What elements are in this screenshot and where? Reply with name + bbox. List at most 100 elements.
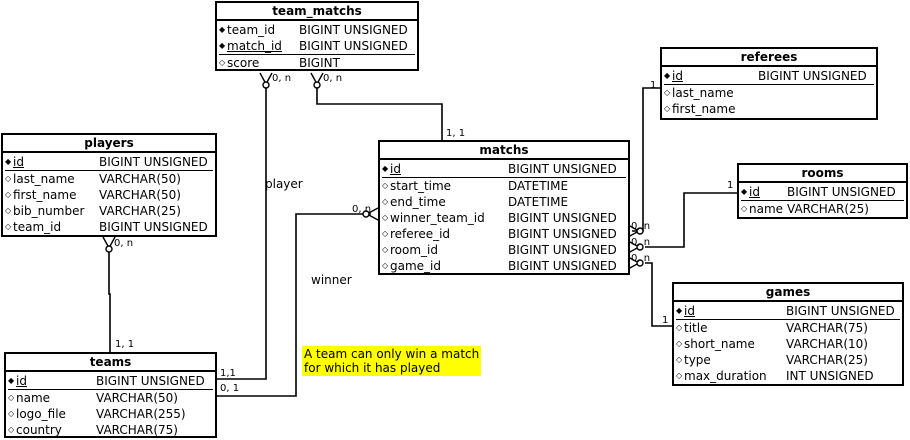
column-name: room_id: [390, 243, 438, 257]
column-row: ◇ name VARCHAR(50): [8, 390, 213, 406]
pk-key-icon: ◆: [5, 157, 12, 166]
column-name: id: [684, 304, 695, 318]
column-name: team_id: [227, 23, 276, 37]
cardinality-label: 0, n: [272, 73, 292, 84]
column-row: ◇ type VARCHAR(25): [676, 352, 900, 368]
column-row: ◇ last_name VARCHAR(50): [5, 171, 213, 187]
cardinality-label: 1, 1: [446, 128, 466, 139]
column-row: ◇ name VARCHAR(25): [741, 201, 904, 217]
column-row: ◇ start_time DATETIME: [382, 178, 626, 194]
entity-matchs[interactable]: matchs ◆ id BIGINT UNSIGNED ◇ start_time…: [378, 140, 630, 275]
column-row: ◇ end_time DATETIME: [382, 194, 626, 210]
column-row: ◆ match_id BIGINT UNSIGNED: [219, 38, 415, 55]
column-row: ◇ bib_number VARCHAR(25): [5, 203, 213, 219]
entity-title: team_matchs: [217, 3, 417, 21]
column-name: id: [16, 374, 27, 388]
pk-key-icon: ◆: [219, 41, 226, 50]
column-type: BIGINT UNSIGNED: [99, 220, 208, 234]
column-type: BIGINT UNSIGNED: [787, 185, 896, 199]
optional-tm-match: [313, 81, 321, 89]
column-row: ◆ id BIGINT UNSIGNED: [382, 161, 626, 178]
nullable-icon: ◇: [676, 339, 683, 348]
entity-title: rooms: [739, 165, 906, 183]
column-name: country: [16, 423, 62, 437]
column-type: BIGINT: [299, 56, 340, 70]
column-row: ◇ winner_team_id BIGINT UNSIGNED: [382, 210, 626, 226]
nullable-icon: ◇: [5, 206, 12, 215]
column-name: title: [684, 321, 708, 335]
column-type: BIGINT UNSIGNED: [786, 304, 895, 318]
column-row: ◇ country VARCHAR(75): [8, 422, 213, 438]
column-row: ◆ id BIGINT UNSIGNED: [8, 373, 213, 390]
entity-title: players: [3, 135, 215, 153]
column-row: ◇ referee_id BIGINT UNSIGNED: [382, 226, 626, 242]
column-row: ◇ first_name VARCHAR(50): [5, 187, 213, 203]
nullable-icon: ◇: [382, 245, 389, 254]
entity-games[interactable]: games ◆ id BIGINT UNSIGNED ◇ title VARCH…: [672, 282, 904, 386]
column-type: VARCHAR(50): [96, 391, 178, 405]
column-name: team_id: [13, 220, 62, 234]
column-row: ◇ score BIGINT: [219, 55, 415, 71]
column-type: BIGINT UNSIGNED: [508, 162, 617, 176]
column-type: INT UNSIGNED: [786, 369, 874, 383]
column-name: id: [13, 155, 24, 169]
nullable-icon: ◇: [676, 355, 683, 364]
column-name: id: [749, 185, 760, 199]
column-type: BIGINT UNSIGNED: [299, 39, 408, 53]
column-type: VARCHAR(50): [99, 188, 181, 202]
column-row: ◇ title VARCHAR(75): [676, 320, 900, 336]
pk-key-icon: ◆: [8, 376, 15, 385]
line-referees: [632, 87, 660, 232]
cardinality-label: 0, n: [352, 204, 372, 215]
pk-key-icon: ◆: [382, 164, 389, 173]
nullable-icon: ◇: [8, 425, 15, 434]
entity-teams[interactable]: teams ◆ id BIGINT UNSIGNED ◇ name VARCHA…: [4, 352, 217, 438]
column-type: VARCHAR(25): [786, 353, 868, 367]
relation-name-player: player: [265, 177, 303, 191]
nullable-icon: ◇: [382, 181, 389, 190]
column-type: BIGINT UNSIGNED: [508, 259, 617, 273]
column-name: short_name: [684, 337, 755, 351]
nullable-icon: ◇: [382, 213, 389, 222]
column-type: BIGINT UNSIGNED: [758, 69, 867, 83]
column-type: DATETIME: [508, 179, 569, 193]
entity-team-matchs[interactable]: team_matchs ◆ team_id BIGINT UNSIGNED ◆ …: [215, 1, 419, 71]
entity-referees[interactable]: referees ◆ id BIGINT UNSIGNED ◇ last_nam…: [660, 47, 878, 120]
optional-game: [636, 259, 644, 267]
column-name: last_name: [672, 86, 734, 100]
pk-key-icon: ◆: [664, 71, 671, 80]
nullable-icon: ◇: [8, 409, 15, 418]
column-row: ◇ last_name: [664, 85, 874, 101]
column-row: ◇ team_id BIGINT UNSIGNED: [5, 219, 213, 235]
nullable-icon: ◇: [219, 58, 226, 67]
nullable-icon: ◇: [5, 174, 12, 183]
note-line: A team can only win a match: [304, 347, 480, 361]
nullable-icon: ◇: [5, 190, 12, 199]
column-row: ◇ game_id BIGINT UNSIGNED: [382, 258, 626, 274]
line-team-matchs-matchs: [316, 84, 443, 141]
entity-title: games: [674, 284, 902, 302]
column-name: score: [227, 56, 260, 70]
column-name: type: [684, 353, 711, 367]
optional-tm-team: [262, 81, 270, 89]
column-type: BIGINT UNSIGNED: [508, 227, 617, 241]
column-type: BIGINT UNSIGNED: [508, 211, 617, 225]
column-row: ◇ room_id BIGINT UNSIGNED: [382, 242, 626, 258]
entity-players[interactable]: players ◆ id BIGINT UNSIGNED ◇ last_name…: [1, 133, 217, 237]
line-winner: [217, 213, 371, 397]
entity-rooms[interactable]: rooms ◆ id BIGINT UNSIGNED ◇ name VARCHA…: [737, 163, 908, 219]
line-players-teams: [108, 247, 111, 352]
column-row: ◇ first_name: [664, 101, 874, 117]
column-type: BIGINT UNSIGNED: [96, 374, 205, 388]
cardinality-label: 0, n: [114, 238, 134, 249]
column-type: VARCHAR(75): [96, 423, 178, 437]
column-type: VARCHAR(25): [787, 202, 869, 216]
column-name: game_id: [390, 259, 441, 273]
column-type: VARCHAR(10): [786, 337, 868, 351]
column-name: last_name: [13, 172, 75, 186]
column-type: BIGINT UNSIGNED: [99, 155, 208, 169]
nullable-icon: ◇: [664, 104, 671, 113]
column-name: end_time: [390, 195, 446, 209]
cardinality-label: 1: [650, 80, 657, 91]
